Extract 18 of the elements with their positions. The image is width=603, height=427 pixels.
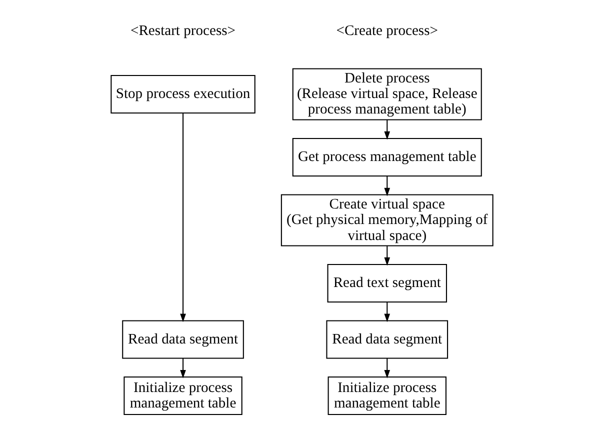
node-box: Create virtual space (Get physical memory,Mapping of virtual space) (280, 194, 493, 246)
node-box: Read data segment (326, 320, 448, 359)
node-box: Read data segment (122, 320, 244, 359)
node-box: Initialize process management table (327, 376, 446, 415)
node-box: Get process management table (292, 138, 482, 177)
arrow (384, 358, 390, 378)
arrow (384, 176, 390, 196)
arrow (180, 113, 186, 322)
arrow (180, 358, 186, 378)
node-box: Read text segment (326, 264, 447, 303)
arrow (384, 302, 390, 322)
node-box: Delete process (Release virtual space, Release process management table) (292, 68, 482, 120)
label: <Restart process> (130, 23, 236, 40)
arrow (384, 246, 390, 266)
node-box: Stop process execution (110, 75, 255, 114)
node-box: Initialize process management table (123, 376, 242, 415)
arrow (384, 120, 390, 140)
label: <Create process> (336, 23, 438, 40)
